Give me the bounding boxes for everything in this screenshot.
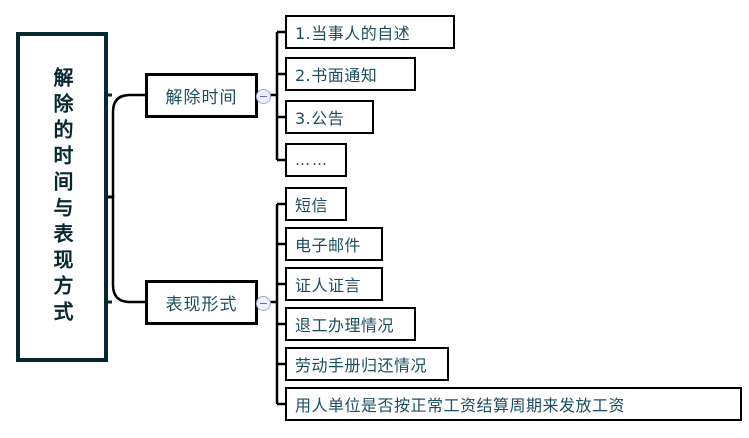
leaf-node[interactable]: 退工办理情况 [285,307,416,341]
leaf-node[interactable]: 劳动手册归还情况 [285,347,449,381]
connector-root-to-branch-1 [108,93,145,199]
branch-node-label: 解除时间 [165,88,238,108]
leaf-node[interactable]: 证人证言 [285,267,383,301]
leaf-node-label: 3.公告 [295,109,345,128]
leaf-node[interactable]: 1.当事人的自述 [285,15,455,49]
leaf-node-label: 1.当事人的自述 [295,24,411,43]
branch-node-label: 表现形式 [165,295,238,315]
branch-node-biaoxian-xingshi[interactable]: 表现形式 [145,280,258,325]
leaf-node[interactable]: 短信 [285,187,347,221]
branch-node-jiechu-shijian[interactable]: 解除时间 [145,73,258,118]
leaf-node[interactable]: 用人单位是否按正常工资结算周期来发放工资 [285,387,742,421]
leaf-node-label: 短信 [295,196,329,215]
leaf-node-label: 电子邮件 [295,236,362,255]
leaf-node[interactable]: 2.书面通知 [285,57,416,91]
collapse-toggle-branch-2[interactable] [256,296,271,311]
collapse-toggle-branch-1[interactable] [256,89,271,104]
root-node[interactable]: 解除的时间与表现方式 [16,32,108,362]
leaf-node-label: …… [295,151,329,169]
leaf-node[interactable]: …… [285,143,347,177]
leaf-node-label: 用人单位是否按正常工资结算周期来发放工资 [295,396,626,415]
leaf-node[interactable]: 电子邮件 [285,227,383,261]
leaf-node-label: 退工办理情况 [295,316,395,335]
leaf-node-label: 证人证言 [295,276,362,295]
connector-root-to-branch-2 [108,195,145,304]
leaf-node-label: 劳动手册归还情况 [295,356,428,375]
leaf-node[interactable]: 3.公告 [285,100,374,134]
root-node-label: 解除的时间与表现方式 [50,67,74,327]
leaf-node-label: 2.书面通知 [295,66,378,85]
